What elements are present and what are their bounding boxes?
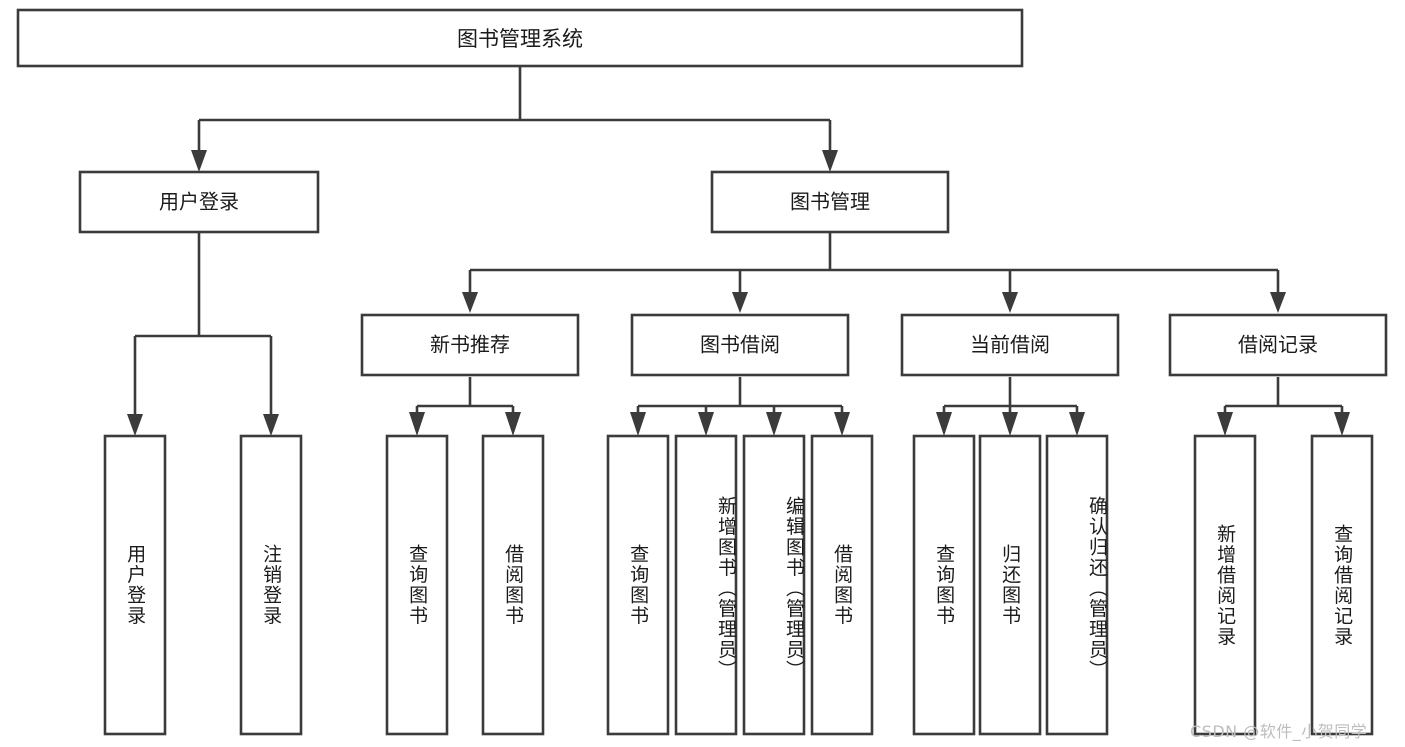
arrow-head-leaf-confirm-return [1069, 412, 1085, 436]
node-book-borrow-label: 图书借阅 [700, 333, 780, 357]
node-borrow-record-box[interactable] [1168, 313, 1388, 377]
arrow-head-leaf-user-login [127, 414, 143, 436]
node-user-login-label: 用户登录 [159, 190, 239, 214]
node-leaf-query-record-box[interactable] [1310, 434, 1374, 736]
leaf-boxes-group [103, 434, 1374, 736]
node-leaf-return-book-box[interactable] [978, 434, 1042, 736]
node-current-borrow-box[interactable] [900, 313, 1120, 377]
arrow-head-leaf-borrow-book-1 [505, 412, 521, 436]
node-root-box[interactable] [16, 8, 1024, 68]
connector-group-user-login-to-leaves [127, 232, 279, 436]
arrow-head-leaf-add-record [1217, 412, 1233, 436]
node-leaf-add-record-box[interactable] [1193, 434, 1257, 736]
node-leaf-query-book-2-box[interactable] [606, 434, 670, 736]
node-borrow-record-label: 借阅记录 [1238, 333, 1318, 357]
node-new-book-recommend[interactable]: 新书推荐 [360, 313, 580, 377]
node-leaf-query-book-1-box[interactable] [385, 434, 449, 736]
node-current-borrow[interactable]: 当前借阅 [900, 313, 1120, 377]
arrow-head-leaf-edit-book [766, 412, 782, 436]
node-borrow-record[interactable]: 借阅记录 [1168, 313, 1388, 377]
arrow-head-book-borrow [732, 292, 748, 313]
node-leaf-borrow-book-1-box[interactable] [481, 434, 545, 736]
node-user-login-box[interactable] [78, 170, 320, 234]
node-new-book-recommend-box[interactable] [360, 313, 580, 377]
node-book-manage[interactable]: 图书管理 [710, 170, 950, 234]
watermark-text: CSDN @软件_小贺同学 [1190, 722, 1368, 741]
arrow-head-leaf-user-logout [263, 414, 279, 436]
arrow-head-user-login [191, 150, 207, 172]
node-book-borrow[interactable]: 图书借阅 [630, 313, 850, 377]
arrow-head-leaf-return-book [1002, 412, 1018, 436]
connector-group-book-manage-to-level3 [462, 232, 1286, 313]
node-leaf-borrow-book-2-box[interactable] [810, 434, 874, 736]
arrow-head-book-manage [822, 150, 838, 172]
connector-group-book-borrow-to-leaves [630, 377, 850, 436]
arrow-head-leaf-query-record [1334, 412, 1350, 436]
node-root[interactable]: 图书管理系统 [16, 8, 1024, 68]
arrow-head-leaf-query-book-1 [409, 412, 425, 436]
node-leaf-user-logout-box[interactable] [239, 434, 303, 736]
connector-group-current-borrow-to-leaves [936, 377, 1085, 436]
node-user-login[interactable]: 用户登录 [78, 170, 320, 234]
arrow-head-borrow-record [1270, 292, 1286, 313]
arrow-head-leaf-query-book-2 [630, 412, 646, 436]
connector-group-root-to-level2 [191, 66, 838, 172]
arrow-head-leaf-add-book [698, 412, 714, 436]
node-current-borrow-label: 当前借阅 [970, 333, 1050, 357]
node-book-borrow-box[interactable] [630, 313, 850, 377]
node-leaf-edit-book-box[interactable] [742, 434, 806, 736]
node-book-manage-box[interactable] [710, 170, 950, 234]
node-book-manage-label: 图书管理 [790, 190, 870, 214]
node-root-label: 图书管理系统 [457, 27, 583, 51]
node-leaf-user-login-box[interactable] [103, 434, 167, 736]
arrow-head-current-borrow [1002, 292, 1018, 313]
node-leaf-confirm-return-box[interactable] [1045, 434, 1109, 736]
connector-group-new-book-recommend-to-leaves [409, 377, 521, 436]
node-new-book-recommend-label: 新书推荐 [430, 333, 510, 357]
connector-group-borrow-record-to-leaves [1217, 377, 1350, 436]
node-leaf-query-book-3-box[interactable] [912, 434, 976, 736]
arrow-head-leaf-borrow-book-2 [834, 412, 850, 436]
arrow-head-leaf-query-book-3 [936, 412, 952, 436]
arrow-head-new-book-recommend [462, 292, 478, 313]
node-leaf-add-book-box[interactable] [674, 434, 738, 736]
